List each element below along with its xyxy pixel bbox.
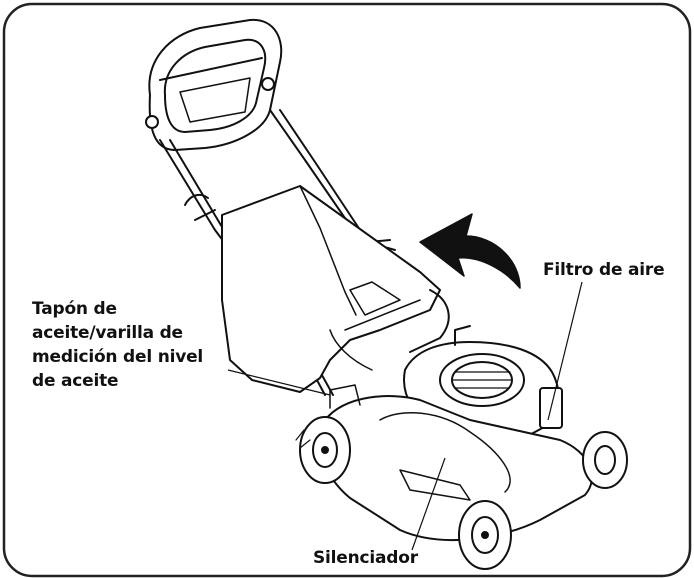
- oil-cap-label-line-1: Tapón de: [32, 299, 117, 319]
- oil-cap-leader: [227, 369, 331, 396]
- curved-arrow-icon: [419, 213, 521, 289]
- oil-cap-label-line-4: de aceite: [32, 371, 119, 391]
- oil-cap-label-line-3: medición del nivel: [32, 347, 204, 367]
- oil-cap-label-line-2: aceite/varilla de: [32, 323, 183, 343]
- muffler-leader: [411, 457, 446, 551]
- air-filter-leader: [547, 281, 583, 421]
- oil-cap-label: Tapón de aceite/varilla de medición del …: [32, 297, 203, 393]
- air-filter-label: Filtro de aire: [543, 260, 665, 280]
- muffler-label: Silenciador: [313, 548, 418, 568]
- lawn-mower-illustration: [145, 18, 628, 570]
